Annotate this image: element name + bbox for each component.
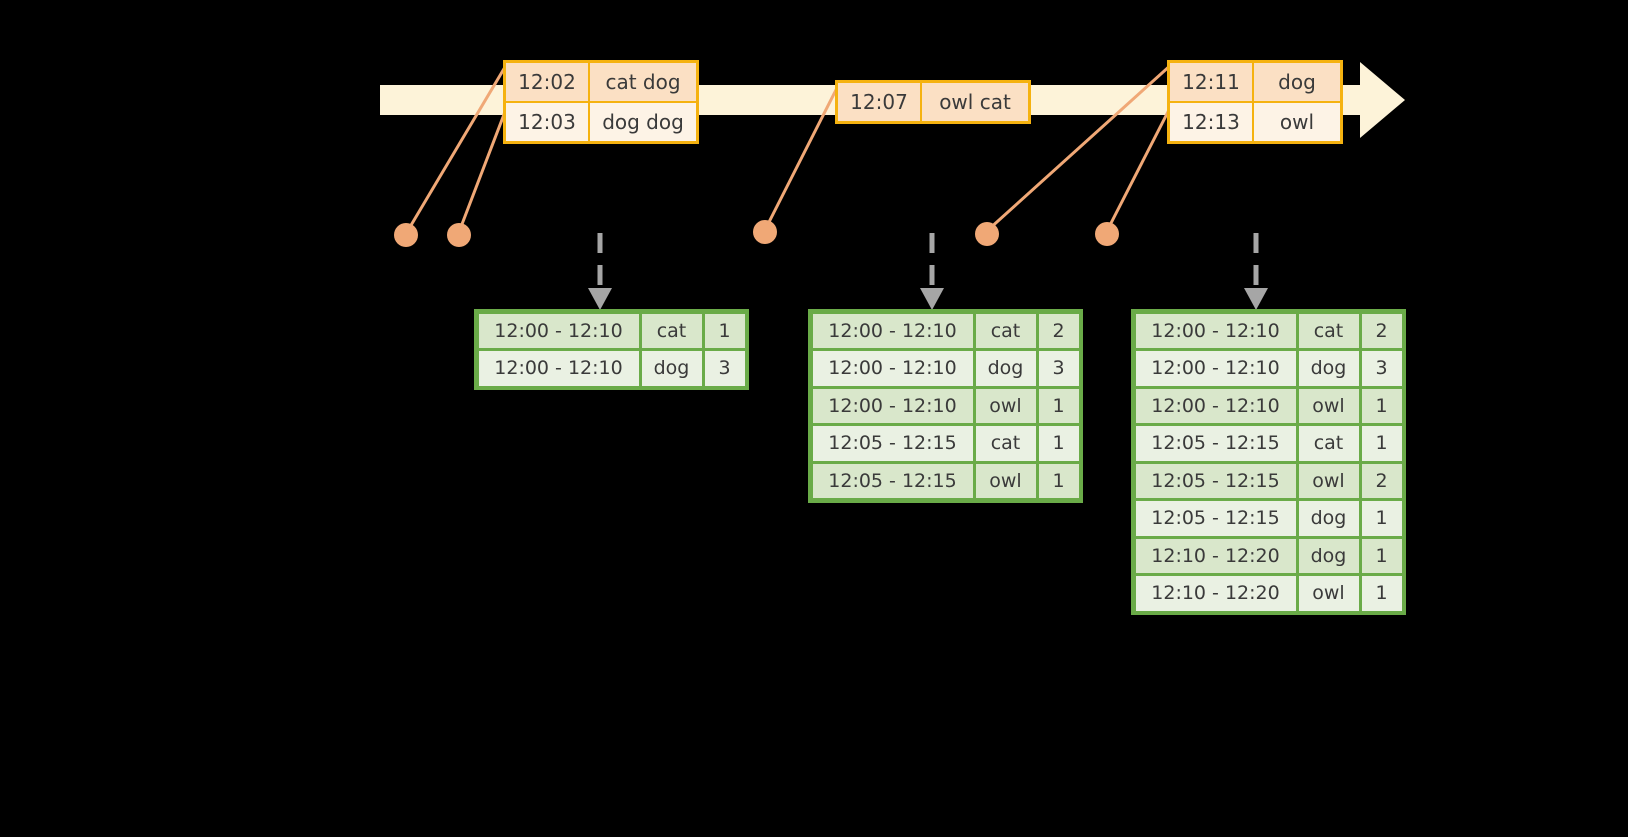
cell-window: 12:10 - 12:20 <box>1135 538 1296 573</box>
event-row[interactable]: 12:13 owl <box>1170 101 1340 141</box>
dashed-arrow-3 <box>1244 233 1268 310</box>
event-words: dog <box>1278 70 1316 94</box>
cell-key: dog <box>1298 351 1359 386</box>
connector-line-1 <box>405 61 510 233</box>
cell-window: 12:00 - 12:10 <box>812 388 973 423</box>
cell-window: 12:00 - 12:10 <box>478 351 639 386</box>
event-time: 12:07 <box>838 83 922 121</box>
event-group-1[interactable]: 12:02 cat dog 12:03 dog dog <box>503 60 699 144</box>
cell-window: 12:00 - 12:10 <box>812 351 973 386</box>
event-row[interactable]: 12:02 cat dog <box>506 63 696 101</box>
cell-count: 1 <box>1361 538 1402 573</box>
cell-count: 3 <box>704 351 745 386</box>
cell-window: 12:10 - 12:20 <box>1135 576 1296 611</box>
event-time: 12:02 <box>506 63 590 101</box>
cell-count: 1 <box>1038 463 1079 498</box>
cell-count: 2 <box>1361 313 1402 348</box>
dashed-arrow-2 <box>920 233 944 310</box>
cell-key: cat <box>1298 313 1359 348</box>
cell-key: owl <box>1298 388 1359 423</box>
event-row[interactable]: 12:07 owl cat <box>838 83 1028 121</box>
cell-key: cat <box>975 426 1036 461</box>
event-time: 12:03 <box>506 103 590 141</box>
cell-window: 12:05 - 12:15 <box>1135 501 1296 536</box>
cell-key: owl <box>975 463 1036 498</box>
cell-count: 1 <box>1361 426 1402 461</box>
cell-key: owl <box>1298 576 1359 611</box>
dashed-arrow-1 <box>588 233 612 310</box>
event-dot-5 <box>1095 222 1119 246</box>
cell-window: 12:00 - 12:10 <box>1135 388 1296 423</box>
event-row[interactable]: 12:11 dog <box>1170 63 1340 101</box>
connector-line-3 <box>764 81 842 229</box>
cell-window: 12:00 - 12:10 <box>1135 313 1296 348</box>
connector-line-2 <box>457 103 510 233</box>
cell-count: 3 <box>1361 351 1402 386</box>
cell-key: cat <box>1298 426 1359 461</box>
dashed-arrow-2-head <box>920 288 944 310</box>
event-time: 12:11 <box>1170 63 1254 101</box>
cell-count: 3 <box>1038 351 1079 386</box>
cell-window: 12:00 - 12:10 <box>812 313 973 348</box>
cell-count: 1 <box>1038 426 1079 461</box>
cell-key: dog <box>1298 501 1359 536</box>
cell-window: 12:00 - 12:10 <box>478 313 639 348</box>
cell-window: 12:00 - 12:10 <box>1135 351 1296 386</box>
cell-key: dog <box>1298 538 1359 573</box>
event-dot-1 <box>394 223 418 247</box>
cell-count: 1 <box>1361 388 1402 423</box>
cell-window: 12:05 - 12:15 <box>812 426 973 461</box>
cell-window: 12:05 - 12:15 <box>1135 426 1296 461</box>
event-dot-2 <box>447 223 471 247</box>
cell-window: 12:05 - 12:15 <box>1135 463 1296 498</box>
cell-key: owl <box>1298 463 1359 498</box>
event-row[interactable]: 12:03 dog dog <box>506 101 696 141</box>
cell-window: 12:05 - 12:15 <box>812 463 973 498</box>
cell-count: 2 <box>1038 313 1079 348</box>
event-group-2[interactable]: 12:07 owl cat <box>835 80 1031 124</box>
event-dot-4 <box>975 222 999 246</box>
event-dot-3 <box>753 220 777 244</box>
cell-count: 1 <box>1361 501 1402 536</box>
cell-key: cat <box>641 313 702 348</box>
cell-count: 1 <box>1038 388 1079 423</box>
event-words: owl <box>1279 110 1315 134</box>
dashed-arrow-1-head <box>588 288 612 310</box>
cell-key: cat <box>975 313 1036 348</box>
dashed-arrow-3-head <box>1244 288 1268 310</box>
cell-count: 1 <box>704 313 745 348</box>
event-time: 12:13 <box>1170 103 1254 141</box>
event-words: cat dog <box>605 70 681 94</box>
event-group-3[interactable]: 12:11 dog 12:13 owl <box>1167 60 1343 144</box>
cell-key: owl <box>975 388 1036 423</box>
cell-key: dog <box>641 351 702 386</box>
event-words: dog dog <box>602 110 684 134</box>
cell-key: dog <box>975 351 1036 386</box>
connector-line-5 <box>1106 103 1174 230</box>
cell-count: 2 <box>1361 463 1402 498</box>
event-words: owl cat <box>939 90 1011 114</box>
cell-count: 1 <box>1361 576 1402 611</box>
